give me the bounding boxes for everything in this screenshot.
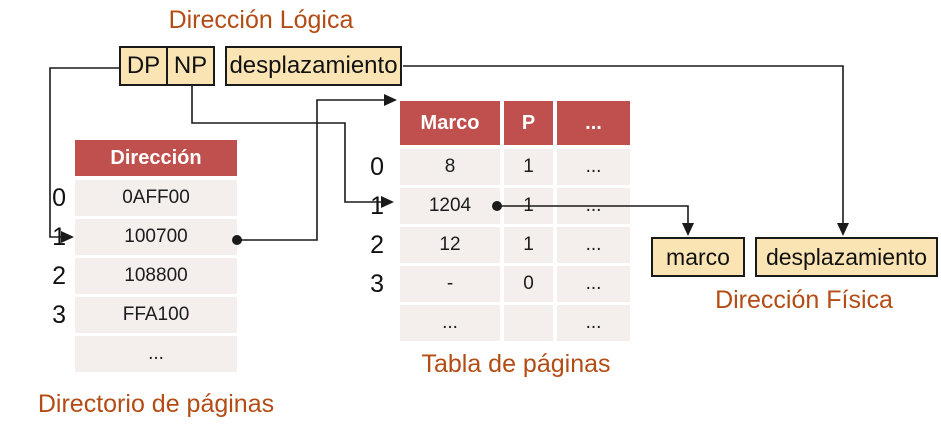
page-table-row-index: 0 bbox=[370, 153, 384, 181]
cell-marco: 1204 bbox=[400, 188, 500, 224]
page-directory-caption: Directorio de páginas bbox=[37, 390, 275, 418]
column-header-p: P bbox=[504, 101, 553, 145]
cell-p: 1 bbox=[504, 188, 553, 224]
physical-marco-box: marco bbox=[651, 237, 745, 277]
table-row: 108800 bbox=[75, 258, 237, 294]
table-row: 12 1 ... bbox=[400, 227, 630, 263]
cell-p: 1 bbox=[504, 227, 553, 263]
page-table-header-row: Marco P ... bbox=[400, 101, 630, 145]
table-row: ... ... bbox=[400, 305, 630, 341]
page-table-row-index: 2 bbox=[370, 231, 384, 259]
cell-more: ... bbox=[557, 149, 630, 185]
table-row: 100700 bbox=[75, 219, 237, 255]
np-field: NP bbox=[173, 52, 208, 79]
page-table-row-index: 3 bbox=[370, 270, 384, 298]
table-row: 0AFF00 bbox=[75, 180, 237, 216]
physical-offset-box: desplazamiento bbox=[755, 237, 938, 277]
directory-row-index: 0 bbox=[52, 184, 66, 212]
table-row: - 0 ... bbox=[400, 266, 630, 302]
dp-field: DP bbox=[121, 48, 168, 84]
column-header-more: ... bbox=[557, 101, 630, 145]
page-table-row-index: 1 bbox=[370, 192, 384, 220]
directory-row-index: 1 bbox=[52, 223, 66, 251]
physical-address-caption: Dirección Física bbox=[715, 286, 893, 314]
cell-marco: ... bbox=[400, 305, 500, 341]
logical-address-title: Dirección Lógica bbox=[168, 6, 354, 34]
table-row: 1204 1 ... bbox=[400, 188, 630, 224]
page-table-caption: Tabla de páginas bbox=[421, 350, 611, 378]
cell-more: ... bbox=[557, 305, 630, 341]
page-directory-table: Dirección 0AFF00 100700 108800 FFA100 ..… bbox=[75, 140, 237, 375]
column-header-marco: Marco bbox=[400, 101, 500, 145]
cell-more: ... bbox=[557, 188, 630, 224]
directory-row-index: 3 bbox=[52, 301, 66, 329]
cell-p bbox=[504, 305, 553, 341]
page-table: Marco P ... 8 1 ... 1204 1 ... 12 1 ... … bbox=[400, 101, 630, 344]
table-row: ... bbox=[75, 336, 237, 372]
table-row: FFA100 bbox=[75, 297, 237, 333]
cell-more: ... bbox=[557, 227, 630, 263]
page-directory-header: Dirección bbox=[75, 140, 237, 176]
cell-p: 0 bbox=[504, 266, 553, 302]
cell-more: ... bbox=[557, 266, 630, 302]
logical-offset-box: desplazamiento bbox=[225, 46, 402, 86]
cell-p: 1 bbox=[504, 149, 553, 185]
cell-marco: - bbox=[400, 266, 500, 302]
directory-row-index: 2 bbox=[52, 262, 66, 290]
cell-marco: 12 bbox=[400, 227, 500, 263]
cell-marco: 8 bbox=[400, 149, 500, 185]
table-row: 8 1 ... bbox=[400, 149, 630, 185]
logical-address-dp-np-box: DP NP bbox=[119, 46, 215, 86]
